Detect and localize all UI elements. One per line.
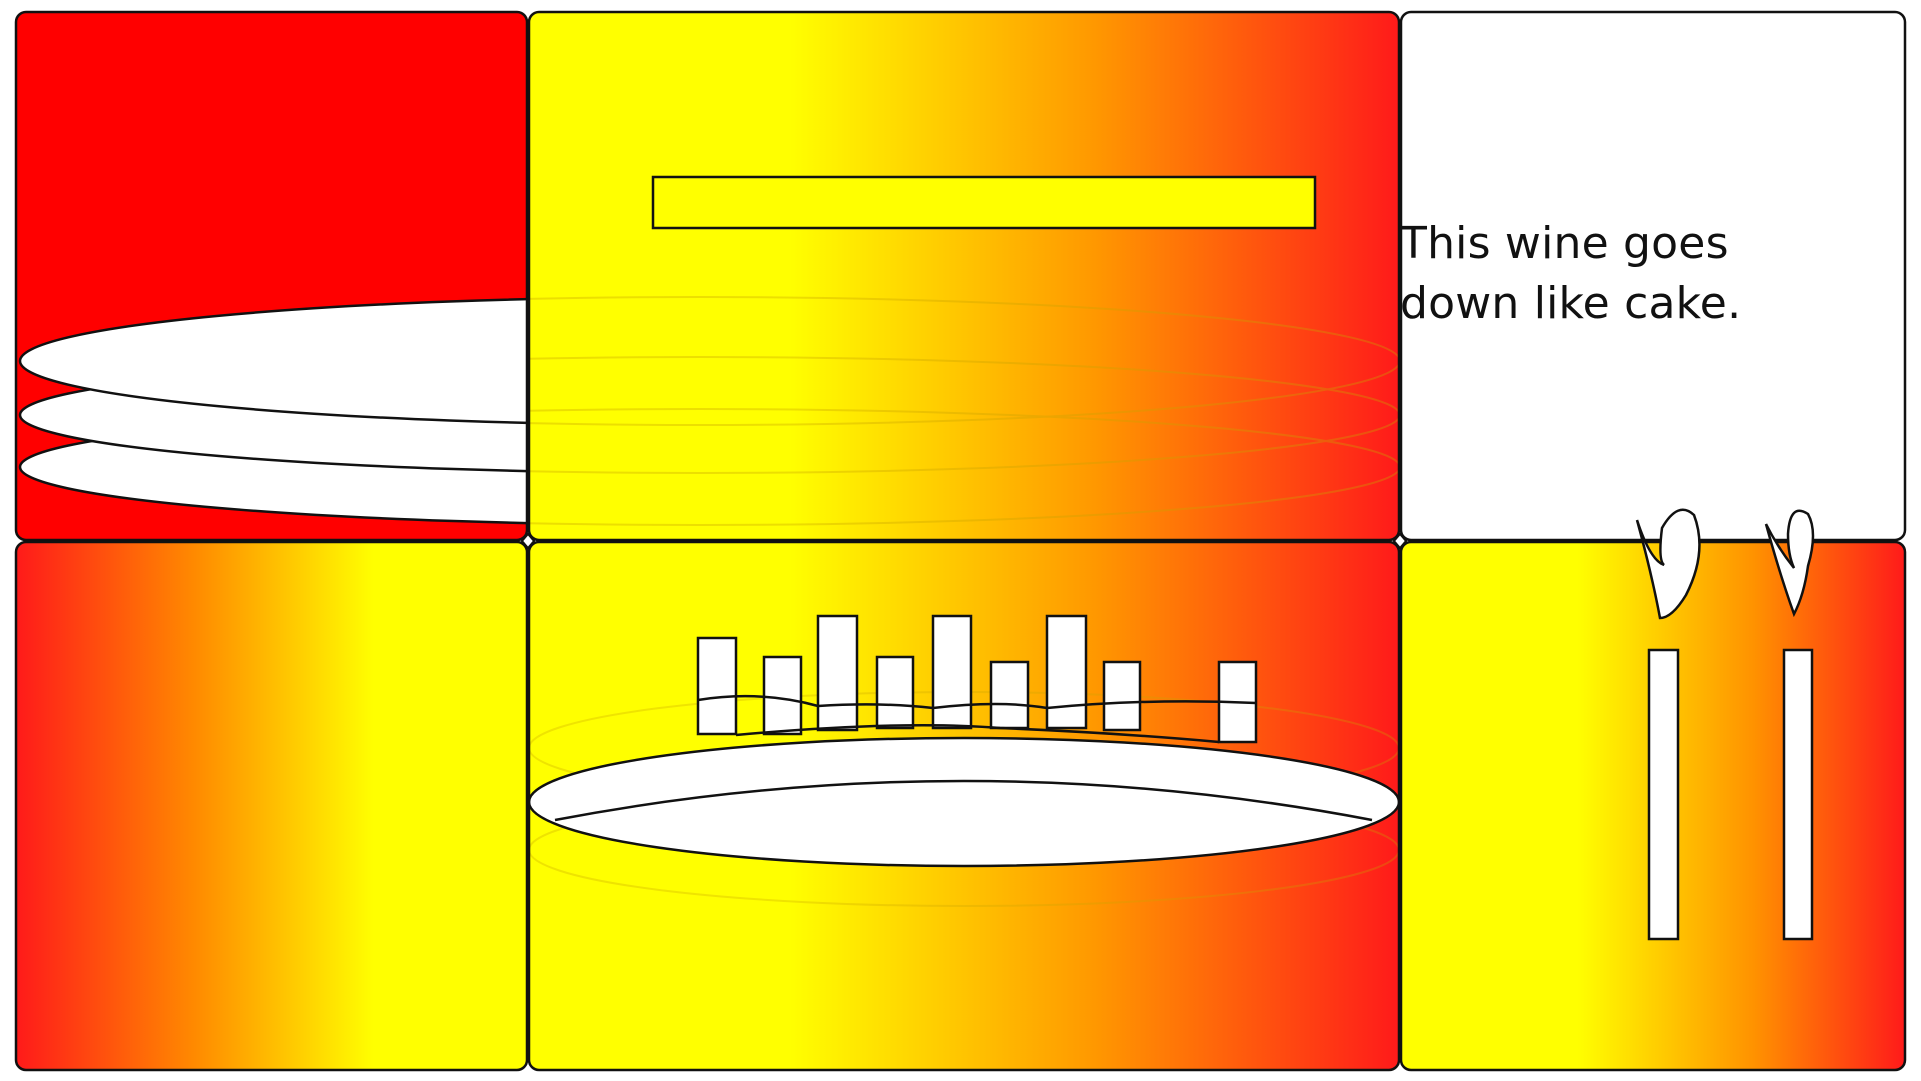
flame-icon bbox=[1635, 508, 1701, 620]
cake-layer-icon bbox=[529, 736, 1399, 868]
panel-gradient-bottom-left bbox=[14, 540, 529, 1072]
candle-icon bbox=[1647, 648, 1680, 941]
cake-layers-left bbox=[18, 295, 527, 527]
candle-icon bbox=[1782, 648, 1814, 941]
crown-band-line bbox=[697, 694, 1257, 710]
panel-gradient-bottom-right bbox=[1399, 540, 1907, 1072]
cake-rim-line bbox=[554, 779, 1373, 822]
caption-line-2: down like cake. bbox=[1400, 278, 1742, 329]
cake-layer-icon bbox=[18, 295, 527, 427]
panel-gradient-bottom-center bbox=[527, 540, 1401, 1072]
panel-joints bbox=[520, 532, 1408, 550]
yellow-bar bbox=[651, 175, 1317, 230]
cake-top-edge bbox=[735, 723, 1220, 744]
panel-caption-top-right bbox=[1399, 10, 1907, 542]
panel-gradient-top-center bbox=[527, 10, 1401, 542]
caption-text: This wine goes down like cake. bbox=[1400, 214, 1880, 334]
panel-red-top-left bbox=[14, 10, 529, 542]
ghost-cake-layers bbox=[529, 296, 1399, 526]
flame-icon bbox=[1764, 509, 1815, 618]
cake-crown-icon bbox=[696, 614, 1258, 744]
caption-line-1: This wine goes bbox=[1400, 218, 1729, 269]
